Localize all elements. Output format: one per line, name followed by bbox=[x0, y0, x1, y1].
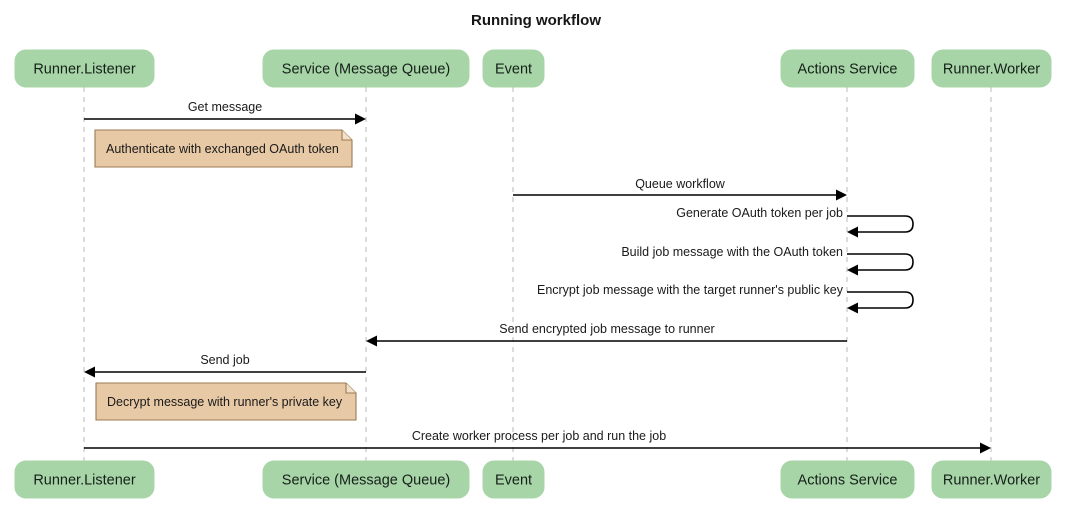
participant-label: Runner.Listener bbox=[33, 61, 136, 77]
notes-group: Authenticate with exchanged OAuth tokenD… bbox=[94, 129, 357, 421]
note-text: Decrypt message with runner's private ke… bbox=[107, 395, 343, 409]
self-message-path bbox=[847, 215, 914, 233]
note-fold-icon bbox=[345, 383, 356, 394]
arrow-head bbox=[84, 366, 95, 378]
participant-label: Actions Service bbox=[798, 472, 898, 488]
message-build-job-message[interactable]: Build job message with the OAuth token bbox=[621, 245, 914, 276]
participant-service-mq-head[interactable]: Service (Message Queue) bbox=[262, 49, 470, 88]
participant-label: Service (Message Queue) bbox=[282, 472, 450, 488]
note-body bbox=[94, 129, 353, 168]
arrow-head bbox=[355, 113, 366, 125]
message-label: Generate OAuth token per job bbox=[676, 206, 843, 220]
participant-heads: Runner.Listener Service (Message Queue) Ev… bbox=[14, 49, 1052, 88]
participant-feet: Runner.Listener Service (Message Queue) Ev… bbox=[14, 460, 1052, 499]
message-encrypt-job-message[interactable]: Encrypt job message with the target runn… bbox=[537, 283, 914, 314]
participant-label: Runner.Listener bbox=[33, 472, 136, 488]
message-label: Queue workflow bbox=[635, 177, 726, 191]
arrow-head bbox=[847, 264, 858, 276]
participant-runner-worker-head[interactable]: Runner.Worker bbox=[931, 49, 1052, 88]
message-label: Get message bbox=[188, 100, 262, 114]
message-send-encrypted-job-message[interactable]: Send encrypted job message to runner bbox=[366, 322, 847, 347]
participant-runner-worker-foot[interactable]: Runner.Worker bbox=[931, 460, 1052, 499]
participant-event-head[interactable]: Event bbox=[482, 49, 545, 88]
participant-box bbox=[780, 460, 915, 499]
participant-label: Actions Service bbox=[798, 61, 898, 77]
participant-actions-service-foot[interactable]: Actions Service bbox=[780, 460, 915, 499]
participant-box bbox=[262, 49, 470, 88]
participant-box bbox=[482, 460, 545, 499]
participant-runner-listener-foot[interactable]: Runner.Listener bbox=[14, 460, 155, 499]
arrow-head bbox=[847, 226, 858, 238]
page-title: Running workflow bbox=[471, 12, 601, 29]
arrow-head bbox=[836, 189, 847, 201]
participant-label: Runner.Worker bbox=[943, 472, 1040, 488]
message-label: Create worker process per job and run th… bbox=[412, 429, 666, 443]
participant-actions-service-head[interactable]: Actions Service bbox=[780, 49, 915, 88]
lifelines-group bbox=[83, 87, 992, 462]
participant-label: Event bbox=[495, 472, 532, 488]
participant-runner-listener-head[interactable]: Runner.Listener bbox=[14, 49, 155, 88]
note-decrypt-note: Decrypt message with runner's private ke… bbox=[95, 382, 357, 421]
message-create-worker-process[interactable]: Create worker process per job and run th… bbox=[84, 429, 991, 454]
message-send-job[interactable]: Send job bbox=[84, 353, 366, 378]
arrow-head bbox=[366, 335, 377, 347]
arrow-head bbox=[980, 442, 991, 454]
participant-box bbox=[931, 49, 1052, 88]
message-label: Build job message with the OAuth token bbox=[621, 245, 843, 259]
self-message-path bbox=[847, 253, 914, 271]
message-label: Send job bbox=[200, 353, 249, 367]
participant-box bbox=[931, 460, 1052, 499]
message-label: Send encrypted job message to runner bbox=[499, 322, 714, 336]
participant-label: Runner.Worker bbox=[943, 61, 1040, 77]
message-label: Encrypt job message with the target runn… bbox=[537, 283, 844, 297]
message-queue-workflow[interactable]: Queue workflow bbox=[513, 177, 847, 201]
note-authenticate-note: Authenticate with exchanged OAuth token bbox=[94, 129, 353, 168]
participant-box bbox=[14, 460, 155, 499]
participant-label: Service (Message Queue) bbox=[282, 61, 450, 77]
note-body bbox=[95, 382, 357, 421]
participant-box bbox=[14, 49, 155, 88]
note-text: Authenticate with exchanged OAuth token bbox=[106, 142, 339, 156]
arrow-head bbox=[847, 302, 858, 314]
participant-event-foot[interactable]: Event bbox=[482, 460, 545, 499]
participant-box bbox=[780, 49, 915, 88]
participant-label: Event bbox=[495, 61, 532, 77]
participant-service-mq-foot[interactable]: Service (Message Queue) bbox=[262, 460, 470, 499]
participant-box bbox=[482, 49, 545, 88]
participant-box bbox=[262, 460, 470, 499]
message-get-message[interactable]: Get message bbox=[84, 100, 366, 125]
message-generate-oauth-token[interactable]: Generate OAuth token per job bbox=[676, 206, 914, 238]
note-fold-icon bbox=[341, 130, 352, 141]
self-message-path bbox=[847, 291, 914, 309]
